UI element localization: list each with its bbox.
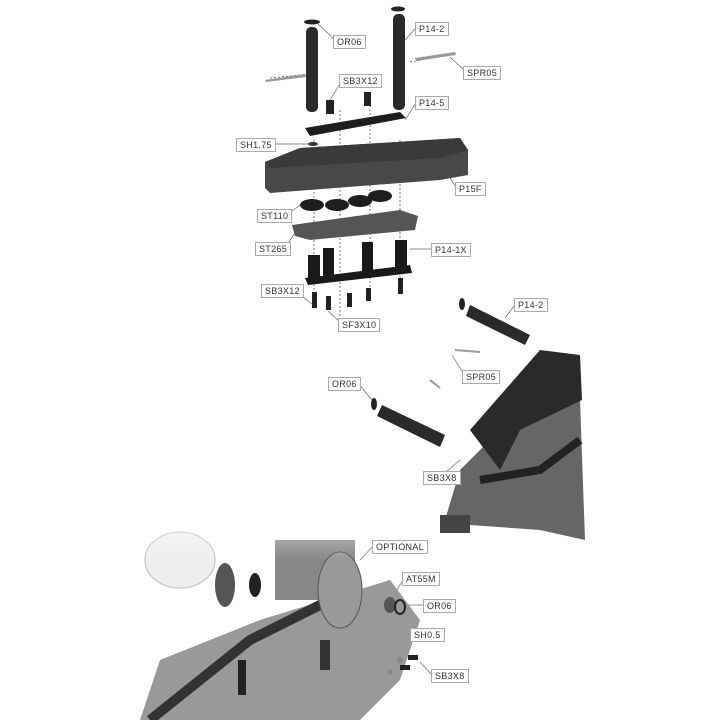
- part-label-or06-bottom: OR06: [423, 599, 456, 613]
- part-label-sb3x8-bottom: SB3X8: [431, 669, 469, 683]
- top-assembly: [265, 6, 468, 310]
- middle-assembly: [371, 298, 585, 540]
- part-label-p14-5: P14-5: [415, 96, 449, 110]
- part-label-or06: OR06: [333, 35, 366, 49]
- bottom-assembly: [140, 480, 420, 720]
- part-label-p14-2: P14-2: [415, 22, 449, 36]
- part-label-or06-mid: OR06: [328, 377, 361, 391]
- part-label-p14-1x: P14-1X: [431, 243, 471, 257]
- part-label-sb3x12: SB3X12: [339, 74, 382, 88]
- part-label-optional: OPTIONAL: [372, 540, 428, 554]
- part-label-p14-2-mid: P14-2: [514, 298, 548, 312]
- part-label-at55m: AT55M: [402, 572, 440, 586]
- part-label-sh1-75: SH1.75: [236, 138, 276, 152]
- part-label-spr05-mid: SPR05: [462, 370, 501, 384]
- part-label-st110: ST110: [257, 209, 293, 223]
- part-label-sf3x10: SF3X10: [338, 318, 381, 332]
- part-label-st265: ST265: [255, 242, 292, 256]
- part-label-p15f: P15F: [455, 182, 486, 196]
- part-label-sb3x8-mid: SB3X8: [423, 471, 461, 485]
- part-label-sb3x12-lower: SB3X12: [261, 284, 304, 298]
- part-label-sh0-5: SH0.5: [410, 628, 445, 642]
- part-label-spr05: SPR05: [463, 66, 502, 80]
